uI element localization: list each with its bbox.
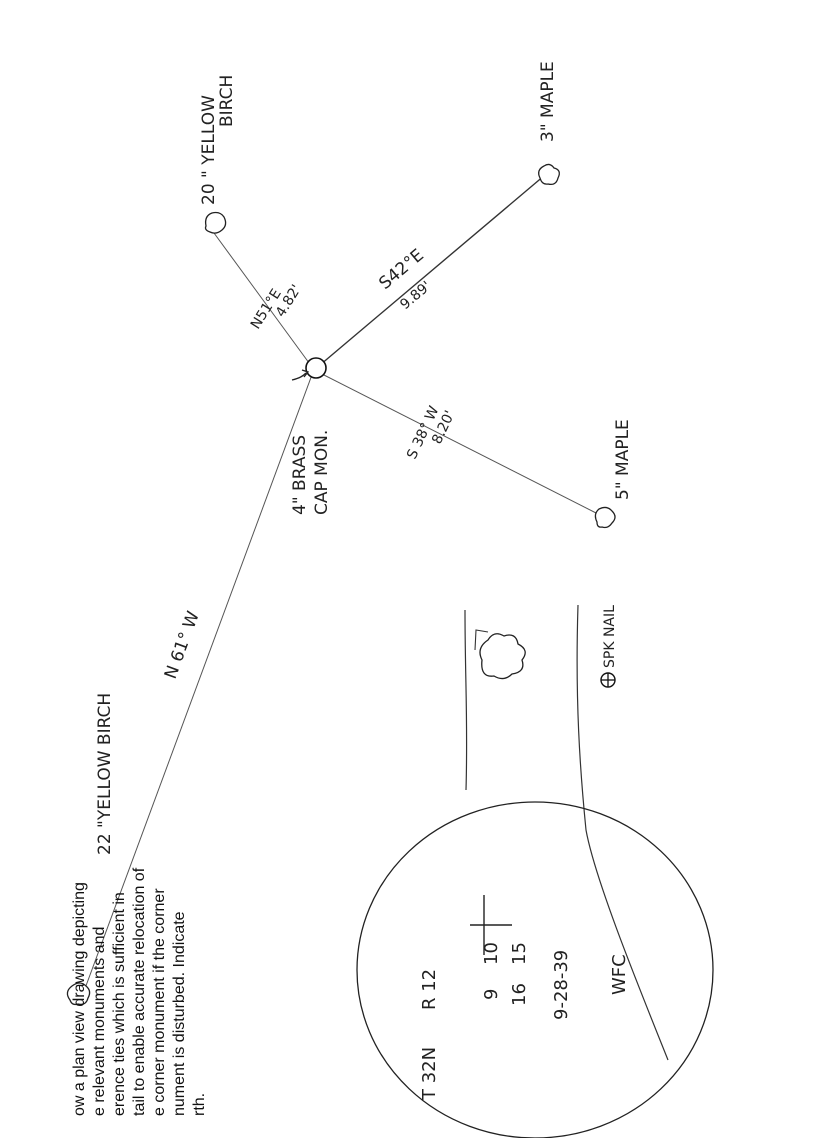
road-edge-left [464,609,468,791]
stamp-township: T 32N [419,1047,440,1101]
stamp-sec-bottom-right: 15 [509,942,530,965]
stamp-sec-top-left: 9 [481,989,502,1000]
tree-yellow-birch-20 [204,211,227,234]
tree-yellow-birch-22 [66,982,91,1006]
tie-line-yellow-birch-22 [79,371,314,1003]
stamp-sec-bottom-left: 16 [509,983,530,1006]
spk-nail-label: SPK NAIL [602,605,618,668]
tie-line-yellow-birch-20 [213,232,313,368]
tree-label-maple-5: 5" MAPLE [613,419,633,500]
brass-cap-monument [305,357,327,379]
instruction-line-4: tail to enable accurate relocation of [131,867,148,1116]
monument-arrow-icon [291,372,307,381]
road-edge-corner [474,629,489,651]
tree-label-maple-3: 3" MAPLE [538,61,558,142]
stamp-circle [356,801,714,1138]
monument-label-line2: CAP MON. [312,430,332,515]
tree-maple-5 [594,506,616,529]
stamp-sec-top-right: 10 [481,942,502,965]
instruction-line-6: nument is disturbed. Indicate [171,911,188,1116]
tree-maple-3 [538,163,560,186]
tree-label-yellow-birch-22: 22 "YELLOW BIRCH [95,693,115,855]
instruction-line-7: rth. [191,1093,208,1116]
road-edge-right [576,604,669,1061]
stamp-initials: WFC [609,954,630,995]
instruction-line-1: ow a plan view drawing depicting [71,882,88,1116]
tie-line-maple-5 [321,373,601,516]
tie-line-maple-3 [319,174,546,366]
stamp-date: 9-28-39 [551,950,572,1020]
bearing-yellow-birch-22: N 61° W [161,608,204,681]
tree-label-yellow-birch-20: 20 " YELLOW [199,95,219,205]
tree-stump-near-road [479,633,526,680]
instruction-line-3: erence ties which is sufficient in [111,892,128,1116]
arrowhead-icon [301,369,310,378]
stamp-range: R 12 [419,969,440,1010]
instruction-line-2: e relevant monuments and [91,927,108,1116]
monument-label-line1: 4" BRASS [290,435,310,515]
tree-label-yellow-birch-20-line2: BIRCH [217,75,237,127]
instruction-line-5: e corner monument if the corner [151,888,168,1116]
